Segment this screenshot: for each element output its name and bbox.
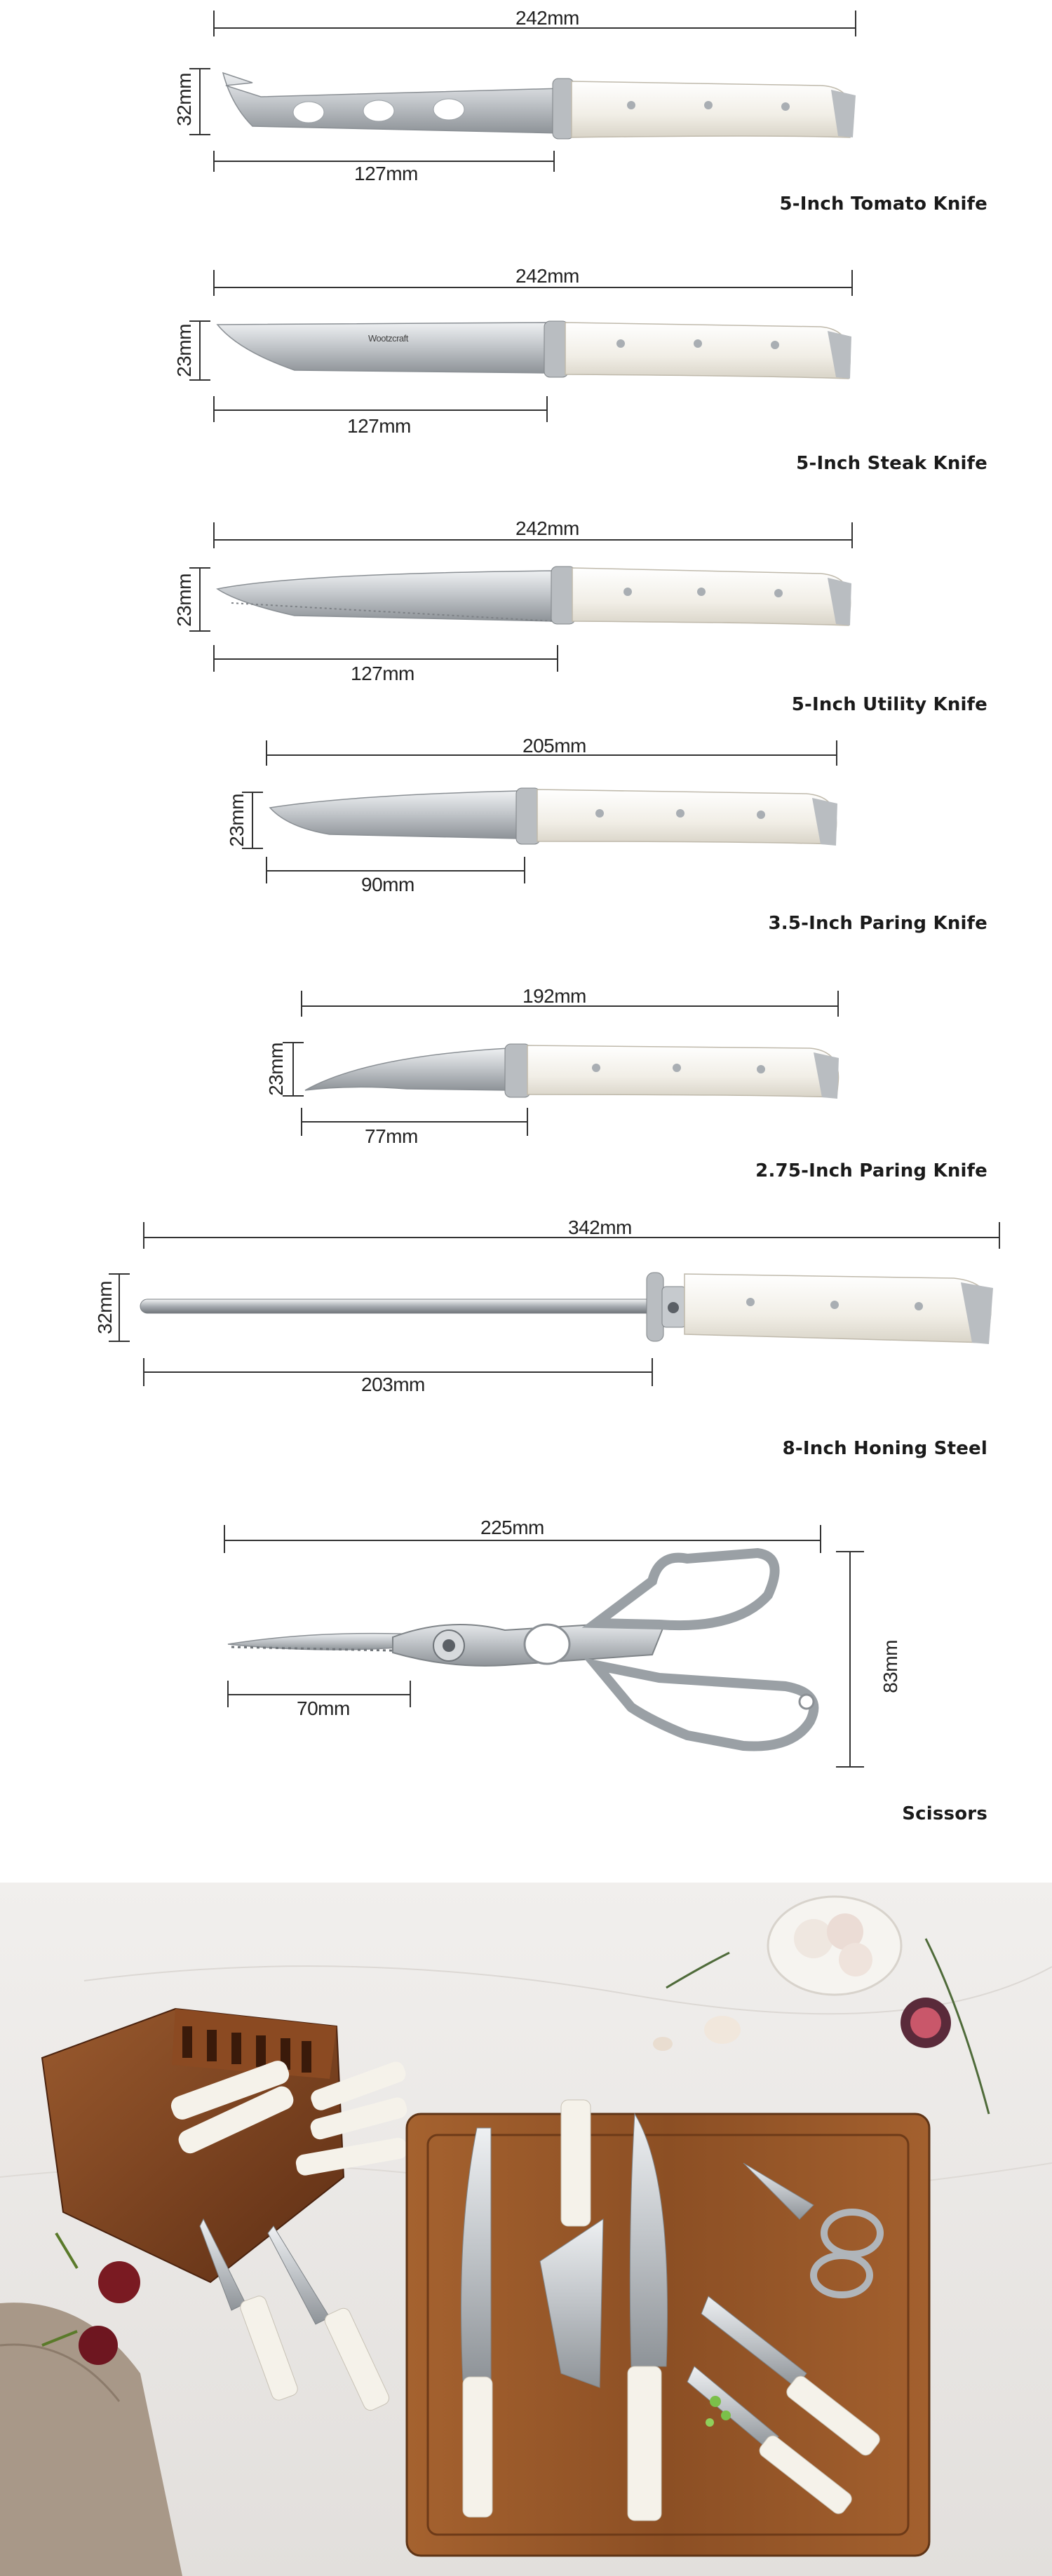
steak-length: 242mm — [515, 265, 579, 287]
paring-275-drawing — [283, 991, 839, 1136]
honing-height: 32mm — [93, 1281, 116, 1334]
honing-title: 8-Inch Honing Steel — [782, 1438, 987, 1459]
garlic-clove-icon — [653, 2016, 741, 2051]
steak-height: 23mm — [173, 324, 195, 377]
steak-knives-icon — [199, 2218, 390, 2411]
scissors-drawing — [224, 1525, 864, 1768]
utility-knife-icon — [216, 566, 851, 626]
paring-275-length: 192mm — [522, 985, 586, 1007]
spec-utility-knife: 242mm 127mm 23mm 5-Inch Utility Knife — [0, 491, 1052, 729]
spec-paring-275: 192mm 77mm 23mm 2.75-Inch Paring Knife — [0, 978, 1052, 1202]
tomato-knife-icon — [222, 72, 856, 140]
honing-steel-icon — [140, 1272, 993, 1344]
utility-title: 5-Inch Utility Knife — [791, 694, 987, 715]
steak-brand-mark: Wootzcraft — [368, 333, 408, 344]
paring-275-blade-length: 77mm — [365, 1125, 418, 1147]
spec-paring-35: 205mm 90mm 23mm 3.5-Inch Paring Knife — [0, 736, 1052, 947]
paring-275-icon — [304, 1043, 839, 1099]
rosemary-icon — [666, 1938, 990, 2115]
lifestyle-photo — [0, 1883, 1052, 2576]
lifestyle-scene — [0, 1883, 1052, 2576]
napkin-icon — [0, 2303, 182, 2576]
utility-height: 23mm — [173, 574, 195, 627]
scissors-blade-length: 70mm — [297, 1697, 350, 1719]
beet-icon — [41, 2232, 140, 2365]
steak-knife-icon — [216, 320, 851, 379]
paring-275-title: 2.75-Inch Paring Knife — [755, 1160, 987, 1181]
scissors-title: Scissors — [902, 1803, 987, 1824]
steak-title: 5-Inch Steak Knife — [796, 453, 987, 474]
spec-steak-knife: 242mm 127mm 23mm Wootzcraft 5-Inch Steak… — [0, 245, 1052, 484]
paring-35-icon — [269, 787, 837, 846]
steak-knife-drawing — [189, 270, 853, 422]
knife-block-icon — [41, 2007, 407, 2284]
utility-blade-length: 127mm — [351, 663, 414, 684]
tomato-title: 5-Inch Tomato Knife — [779, 194, 987, 215]
paring-275-height: 23mm — [264, 1043, 287, 1096]
scissors-height: 83mm — [879, 1640, 901, 1693]
paring-35-length: 205mm — [522, 735, 586, 757]
spec-honing-steel: 342mm 203mm 32mm 8-Inch Honing Steel — [0, 1209, 1052, 1469]
honing-steel-drawing — [109, 1222, 1000, 1386]
scissors-icon — [227, 1547, 819, 1751]
spec-scissors: 225mm 70mm 83mm Scissors — [0, 1497, 1052, 1833]
paring-35-blade-length: 90mm — [361, 874, 414, 895]
tomato-length: 242mm — [515, 7, 579, 29]
honing-rod-length: 203mm — [361, 1374, 425, 1395]
scissors-length: 225mm — [480, 1517, 544, 1538]
utility-knife-drawing — [189, 522, 853, 672]
paring-35-title: 3.5-Inch Paring Knife — [768, 913, 987, 934]
fig-icon — [901, 1998, 951, 2048]
tomato-knife-drawing — [189, 11, 856, 172]
steak-blade-length: 127mm — [347, 415, 411, 437]
honing-length: 342mm — [568, 1216, 632, 1238]
paring-35-height: 23mm — [225, 794, 248, 847]
garlic-bowl-icon — [767, 1895, 903, 1996]
utility-length: 242mm — [515, 517, 579, 539]
tomato-blade-length: 127mm — [354, 163, 418, 184]
spec-tomato-knife: 242mm 127mm 32mm 5-Inch Tomato Knife — [0, 0, 1052, 224]
tomato-height: 32mm — [173, 73, 195, 126]
cutting-board-icon — [405, 2099, 931, 2557]
paring-35-drawing — [242, 740, 837, 883]
